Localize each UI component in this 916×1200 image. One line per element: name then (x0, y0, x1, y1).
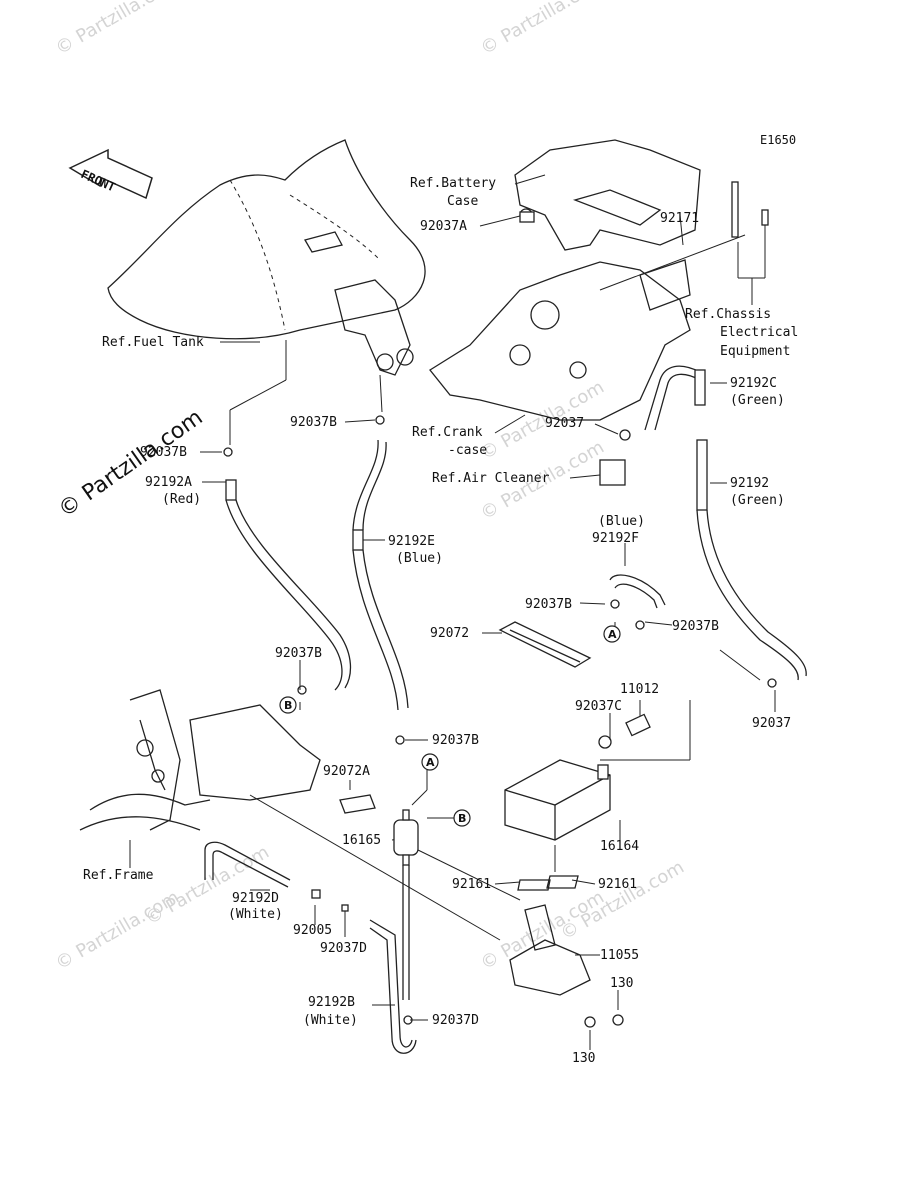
part-92037A-label: 92037A (420, 219, 467, 234)
part-92037B-label: 92037B (290, 415, 337, 430)
part-92037-label: 92037 (545, 416, 584, 431)
part-92037B-label: 92037B (672, 619, 719, 634)
part-92171-label: 92171 (660, 211, 699, 226)
ref-crankcase-label: Ref.Crank (412, 425, 483, 440)
part-16164-label: 16164 (600, 839, 639, 854)
part-130-label: 130 (572, 1051, 595, 1066)
front-arrow-icon: FRONT (68, 148, 153, 200)
part-130-label: 130 (610, 976, 633, 991)
part-92037-label: 92037 (752, 716, 791, 731)
part-92037B-label: 92037B (432, 733, 479, 748)
part-92192D-label: 92192D (232, 891, 279, 906)
part-11055-label: 11055 (600, 948, 639, 963)
part-92037D-label: 92037D (320, 941, 367, 956)
part-92161-label: 92161 (598, 877, 637, 892)
part-92037C-label: 92037C (575, 699, 622, 714)
color-white-label: (White) (228, 907, 283, 922)
color-blue-label: (Blue) (598, 514, 645, 529)
part-92037B-label: 92037B (525, 597, 572, 612)
part-92072-label: 92072 (430, 626, 469, 641)
part-92161-label: 92161 (452, 877, 491, 892)
watermark: © Partzilla.com (477, 0, 608, 59)
leader-lines (129, 174, 776, 1050)
hoses-and-parts (204, 181, 807, 1054)
part-92037B-label: 92037B (140, 445, 187, 460)
part-labels: Ref.Battery Case 92037A 92171 Ref.Chassi… (83, 176, 798, 1066)
ref-battery-label-2: Case (447, 194, 478, 209)
callout-a-circle (603, 625, 621, 643)
color-green-label: (Green) (730, 493, 785, 508)
ref-air-cleaner-label: Ref.Air Cleaner (432, 471, 550, 486)
callout-b-label: B (458, 812, 466, 825)
part-92192E-label: 92192E (388, 534, 435, 549)
battery-case-drawing (514, 139, 701, 251)
part-92192-label: 92192 (730, 476, 769, 491)
watermark: © Partzilla.com (52, 0, 183, 59)
color-red-label: (Red) (162, 492, 201, 507)
part-11012-label: 11012 (620, 682, 659, 697)
ref-crankcase-label-2: -case (448, 443, 487, 458)
color-blue-label: (Blue) (396, 551, 443, 566)
part-92072A-label: 92072A (323, 764, 370, 779)
ref-chassis-label: Ref.Chassis (685, 307, 771, 322)
part-92005-label: 92005 (293, 923, 332, 938)
callout-a-label: A (426, 756, 435, 769)
fuel-tank-drawing (107, 139, 426, 376)
callout-markers: A A B B (279, 625, 621, 827)
callout-b-circle (453, 809, 471, 827)
callout-b-label: B (284, 699, 292, 712)
part-92192F-label: 92192F (592, 531, 639, 546)
color-white-label: (White) (303, 1013, 358, 1028)
ref-battery-label: Ref.Battery (410, 176, 496, 191)
callout-a-circle (421, 753, 439, 771)
frame-drawing (79, 689, 321, 831)
callout-a-label: A (608, 628, 617, 641)
part-92192C-label: 92192C (730, 376, 777, 391)
part-92192B-label: 92192B (308, 995, 355, 1010)
callout-b-circle (279, 696, 297, 714)
part-92037D-label: 92037D (432, 1013, 479, 1028)
part-92037B-label: 92037B (275, 646, 322, 661)
ref-fuel-tank-label: Ref.Fuel Tank (102, 335, 204, 350)
part-92192A-label: 92192A (145, 475, 192, 490)
color-green-label: (Green) (730, 393, 785, 408)
crankcase-drawing (429, 259, 691, 421)
ref-chassis-label-3: Equipment (720, 344, 790, 359)
part-16165-label: 16165 (342, 833, 381, 848)
ref-chassis-label-2: Electrical (720, 325, 798, 340)
ref-frame-label: Ref.Frame (83, 868, 154, 883)
diagram-code: E1650 (760, 133, 796, 147)
